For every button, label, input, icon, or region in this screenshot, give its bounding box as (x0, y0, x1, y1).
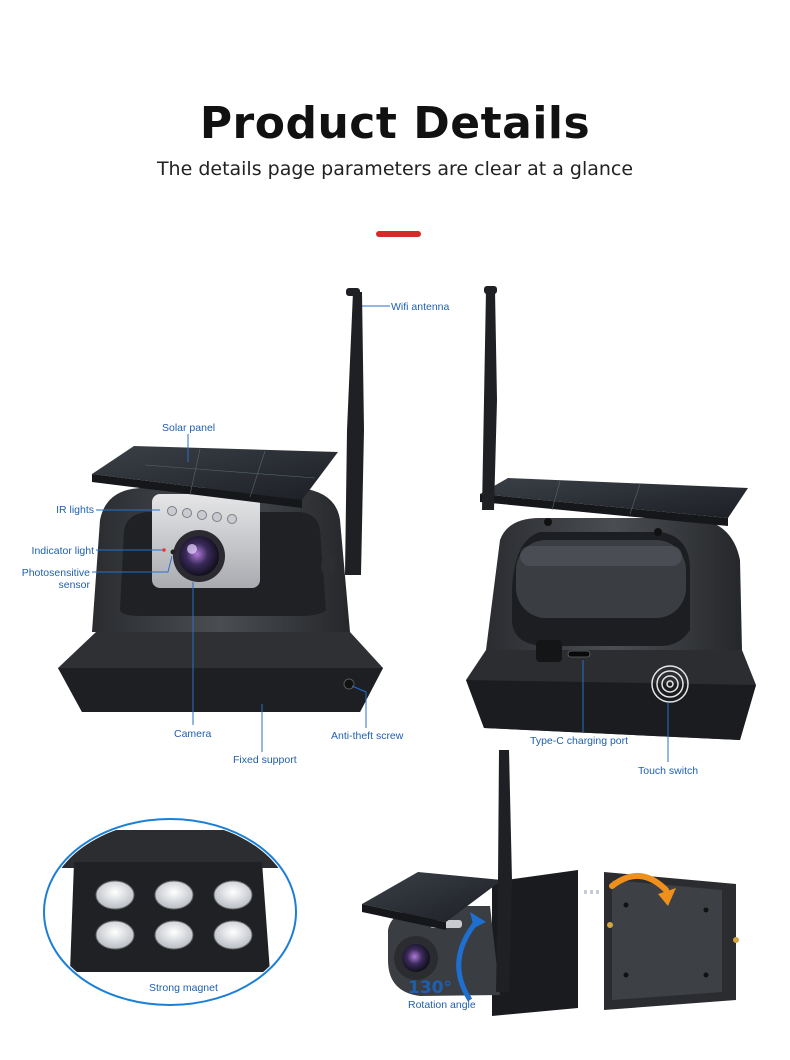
type-c-port (536, 640, 562, 662)
label-camera: Camera (174, 728, 212, 740)
rotation-value: 130° (408, 978, 452, 998)
label-fixed-support: Fixed support (233, 754, 297, 766)
indicator-light-dot (162, 548, 166, 552)
fingerprint-icon (651, 665, 689, 703)
accent-bar (376, 231, 421, 237)
label-anti-theft-screw: Anti-theft screw (331, 730, 404, 742)
magnet-detail (43, 818, 297, 1006)
ir-lights (167, 506, 237, 524)
label-photosensitive: Photosensitive (21, 567, 90, 579)
callout-lines (92, 305, 669, 762)
page-title: Product Details (199, 98, 591, 149)
page-subtitle: The details page parameters are clear at… (156, 158, 634, 180)
rear-camera (466, 286, 756, 740)
wifi-antenna (345, 292, 364, 575)
mount-plate (584, 872, 739, 1010)
label-ir-lights: IR lights (56, 504, 94, 516)
label-photosensitive-2: sensor (58, 579, 90, 591)
front-camera (58, 288, 383, 712)
label-indicator-light: Indicator light (31, 545, 94, 557)
photosensitive-dot (170, 549, 176, 555)
label-strong-magnet: Strong magnet (149, 982, 218, 994)
magnet-pads (95, 880, 253, 950)
rotation-view (362, 750, 578, 1016)
label-solar-panel: Solar panel (162, 422, 216, 434)
solar-panel (92, 446, 338, 500)
label-wifi-antenna: Wifi antenna (391, 301, 450, 313)
label-touch-switch: Touch switch (638, 765, 699, 777)
label-type-c-port: Type-C charging port (530, 735, 629, 747)
anti-theft-screw (343, 678, 355, 690)
label-rotation-angle: Rotation angle (408, 999, 476, 1011)
rotate-arrow-icon (609, 872, 669, 893)
